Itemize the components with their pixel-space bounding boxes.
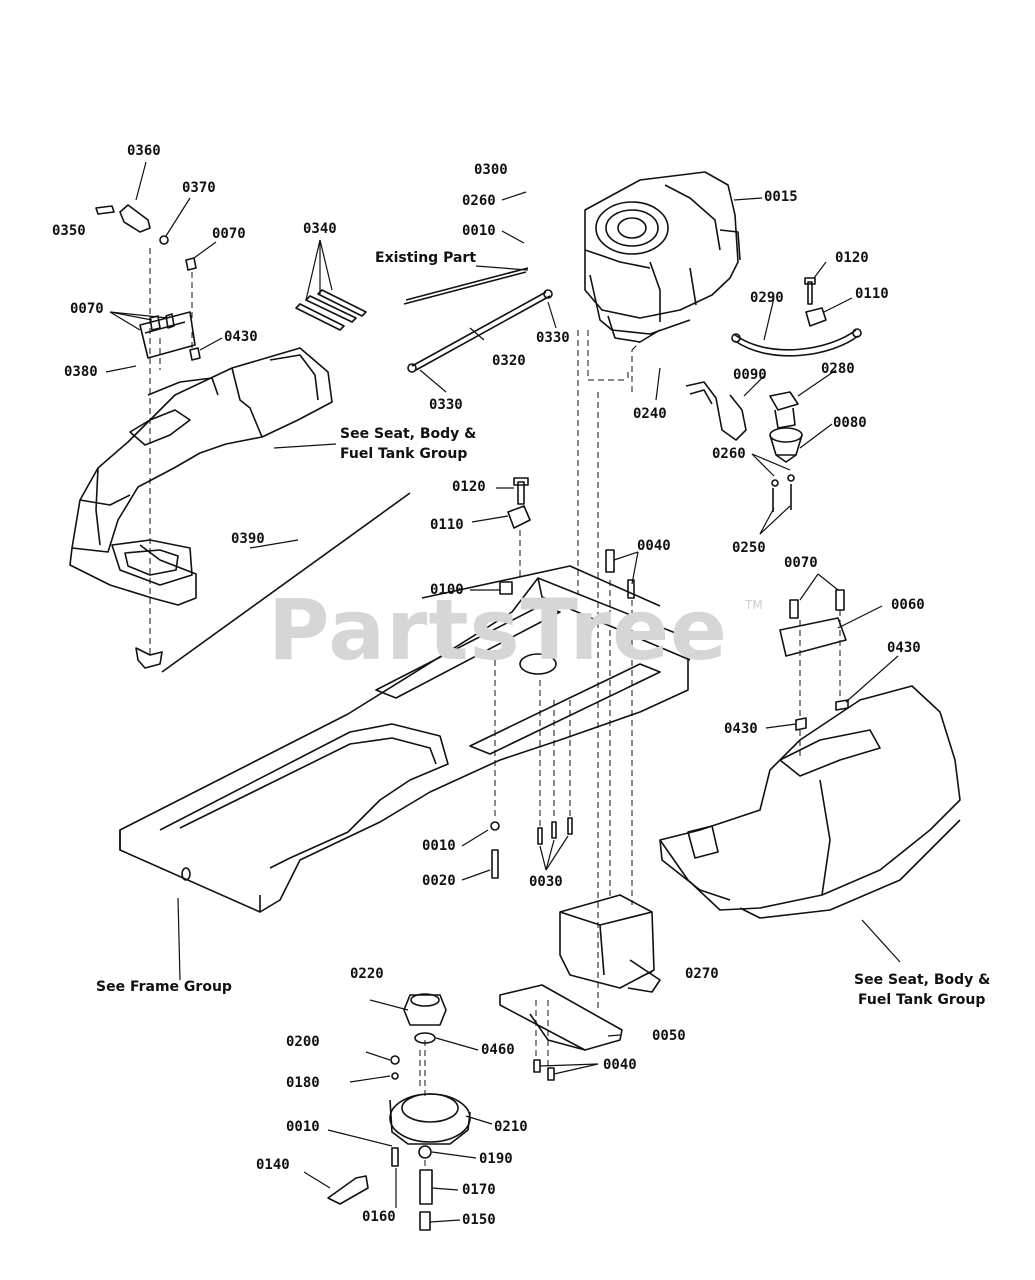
clamp-0110-mid (507, 477, 531, 529)
part-label: 0160 (362, 1209, 396, 1225)
hardware-top-left (95, 204, 201, 361)
part-label: 0460 (481, 1042, 515, 1058)
part-label: 0030 (529, 874, 563, 890)
part-label: 0015 (764, 189, 798, 205)
dashed-lines (149, 248, 841, 1170)
fender-right-assembly (659, 589, 961, 919)
part-label: 0080 (833, 415, 867, 431)
clamp-0110 (804, 277, 827, 327)
rods (403, 267, 553, 373)
clutch-assembly (327, 993, 471, 1231)
part-label: 0370 (182, 180, 216, 196)
note-existing-part: Existing Part (375, 250, 477, 266)
part-label: 0090 (733, 367, 767, 383)
part-label: 0070 (784, 555, 818, 571)
part-label: 0070 (70, 301, 104, 317)
part-label: 0430 (887, 640, 921, 656)
bolts-0040-lower (533, 1059, 555, 1081)
part-label: 0280 (821, 361, 855, 377)
watermark: PartsTree (268, 581, 729, 679)
part-label: 0110 (855, 286, 889, 302)
part-label: 0050 (652, 1028, 686, 1044)
part-label: 0220 (350, 966, 384, 982)
part-label: 0110 (430, 517, 464, 533)
elbow-0090 (685, 381, 747, 441)
shield-0050 (499, 984, 623, 1051)
part-label: 0210 (494, 1119, 528, 1135)
part-label: 0350 (52, 223, 86, 239)
part-label: 0340 (303, 221, 337, 237)
block-0270 (559, 894, 661, 993)
frame-main (119, 565, 691, 913)
note-see-seat-body-1a: See Seat, Body & (340, 426, 477, 442)
part-label: 0010 (422, 838, 456, 854)
part-label: 0330 (536, 330, 570, 346)
part-label: 0040 (637, 538, 671, 554)
part-label: 0250 (732, 540, 766, 556)
part-label: 0120 (835, 250, 869, 266)
part-label: 0040 (603, 1057, 637, 1073)
part-label: 0100 (430, 582, 464, 598)
part-label: 0430 (724, 721, 758, 737)
part-label: 0060 (891, 597, 925, 613)
part-label: 0270 (685, 966, 719, 982)
part-label: 0380 (64, 364, 98, 380)
part-label: 0200 (286, 1034, 320, 1050)
note-see-seat-body-2b: Fuel Tank Group (858, 992, 986, 1008)
part-label: 0170 (462, 1182, 496, 1198)
rod-0390 (161, 492, 411, 673)
note-see-seat-body-2a: See Seat, Body & (854, 972, 991, 988)
part-label: 0010 (286, 1119, 320, 1135)
pins-0340 (295, 289, 367, 331)
bolts-0030 (490, 817, 573, 879)
part-label: 0070 (212, 226, 246, 242)
part-label: 0120 (452, 479, 486, 495)
part-label: 0260 (712, 446, 746, 462)
engine-0015 (584, 171, 741, 343)
part-label: 0190 (479, 1151, 513, 1167)
part-label: 0300 (474, 162, 508, 178)
part-label: 0390 (231, 531, 265, 547)
part-label: 0320 (492, 353, 526, 369)
part-label: 0150 (462, 1212, 496, 1228)
note-see-frame: See Frame Group (96, 979, 232, 995)
part-label: 0140 (256, 1157, 290, 1173)
fuel-hose-0290 (731, 328, 862, 357)
leader-lines (105, 161, 901, 1223)
part-label: 0360 (127, 143, 161, 159)
part-label: 0430 (224, 329, 258, 345)
part-label: 0010 (462, 223, 496, 239)
part-label: 0290 (750, 290, 784, 306)
part-label: 0330 (429, 397, 463, 413)
part-label: 0020 (422, 873, 456, 889)
note-see-seat-body-1b: Fuel Tank Group (340, 446, 468, 462)
part-label: 0240 (633, 406, 667, 422)
filter-0080 (769, 391, 803, 512)
watermark-tm: TM (745, 598, 763, 612)
part-label: 0260 (462, 193, 496, 209)
part-label: 0180 (286, 1075, 320, 1091)
